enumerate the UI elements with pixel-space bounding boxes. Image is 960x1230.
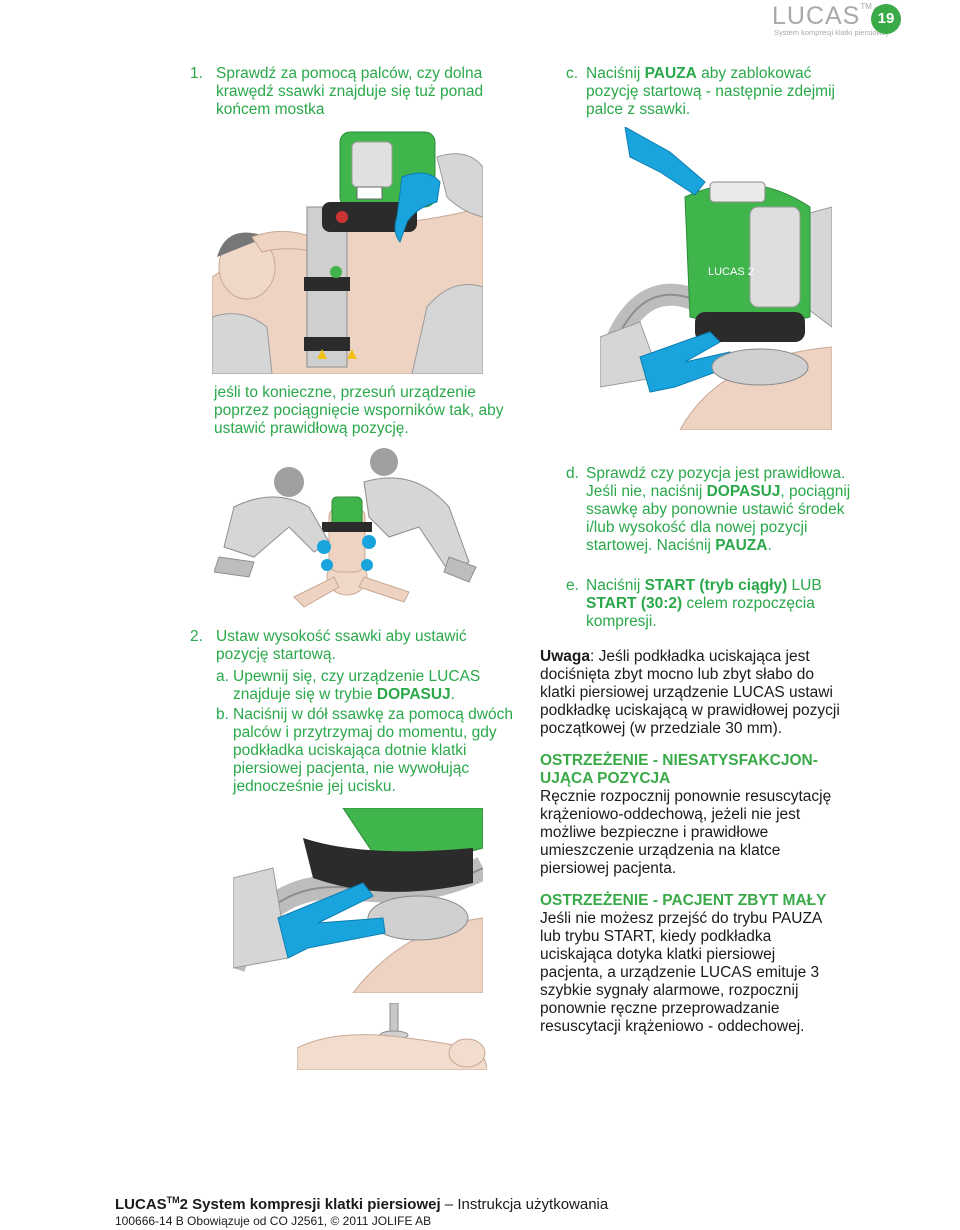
warning-patient-too-small: OSTRZEŻENIE - PACJENT ZBYT MAŁY Jeśli ni… [540,892,840,1036]
logo-word: LUCAS [772,2,861,30]
step-c-t1: Naciśnij [586,65,645,82]
step-2a-end: . [450,686,455,703]
step-2: 2. Ustaw wysokość ssawki aby ustawić poz… [190,628,520,664]
step-e-bold2: START (30:2) [586,595,683,612]
step-d-t2: , pociągnij ssawkę aby ponownie ustawić … [586,483,851,554]
step-d: d. Sprawdź czy pozycja jest prawidłowa. … [566,465,866,555]
step-e: e. Naciśnij START (tryb ciągły) LUB STAR… [566,577,866,631]
step-d-bold2: PAUZA [715,537,768,554]
illustration-device-on-chest [211,127,484,375]
step-c-t2: aby zablokować pozycję startową - następ… [586,65,835,118]
step-2a-bold: DOPASUJ [376,686,451,703]
step-d-label: d. [566,465,579,482]
device-on-chest-svg [211,127,484,375]
step-c: c. Naciśnij PAUZA aby zablokować pozycję… [566,65,861,119]
step-c-text: Naciśnij PAUZA aby zablokować pozycję st… [586,65,861,119]
footer-tm: TM [166,1195,180,1205]
note-label: Uwaga [540,648,590,665]
step-1-note: jeśli to konieczne, przesuń urządzenie p… [214,384,504,437]
step-1-number: 1. [190,65,203,82]
step-2a-label: a. [216,668,229,685]
step-e-text: Naciśnij START (tryb ciągły) LUB START (… [586,577,866,631]
header: LUCASTM2 System kompresji klatki piersio… [770,2,960,42]
step-d-t1: Sprawdź czy pozycja jest prawidłowa. Jeś… [586,465,846,500]
warning-1-text: Ręcznie rozpocznij ponownie resuscytację… [540,788,832,877]
step-2-number: 2. [190,628,203,645]
two-rescuers-svg [213,447,480,617]
note-text: : Jeśli podkładka uciskająca jest dociśn… [540,648,840,737]
device-label: LUCAS 2 [708,266,754,278]
footer-brand: LUCAS [115,1196,167,1213]
step-d-text: Sprawdź czy pozycja jest prawidłowa. Jeś… [586,465,866,555]
step-d-t3: . [767,537,772,554]
step-e-t3: celem rozpoczęcia kompresji. [586,595,815,630]
step-c-label: c. [566,65,579,82]
logo-subtitle: System kompresji klatki piersiowej [774,28,888,37]
note-block: Uwaga: Jeśli podkładka uciskająca jest d… [540,648,852,738]
step-2-text: Ustaw wysokość ssawki aby ustawić pozycj… [216,628,467,663]
step-e-bold1: START (tryb ciągły) [644,577,788,594]
illustration-patient-lying [296,1002,488,1071]
footer-title: LUCASTM2 System kompresji klatki piersio… [115,1195,608,1213]
footer-rest: 2 System kompresji klatki piersiowej [179,1196,441,1213]
step-2b: b. Naciśnij w dół ssawkę za pomocą dwóch… [216,706,516,796]
warning-2-text: Jeśli nie możesz przejść do trybu PAUZA … [540,910,822,1035]
step-e-t2: LUB [787,577,822,594]
illustration-press-down [221,807,489,994]
step-2a: a. Upewnij się, czy urządzenie LUCAS zna… [216,668,516,704]
illustration-two-rescuers [213,447,480,617]
footer-doc-info: 100666-14 B Obowiązuje od CO J2561, © 20… [115,1214,432,1228]
footer-manual: Instrukcja użytkowania [457,1196,609,1213]
warning-1-title: OSTRZEŻENIE - NIESATYSFAKCJON-UJĄCA POZY… [540,752,818,787]
step-1: 1. Sprawdź za pomocą palców, czy dolna k… [190,65,530,119]
warning-2-title: OSTRZEŻENIE - PACJENT ZBYT MAŁY [540,892,827,909]
patient-lying-svg [296,1002,488,1071]
warning-unsatisfactory-position: OSTRZEŻENIE - NIESATYSFAKCJON-UJĄCA POZY… [540,752,840,878]
footer-dash: – [440,1196,458,1213]
step-2a-text: Upewnij się, czy urządzenie LUCAS znajdu… [233,668,516,704]
step-2b-label: b. [216,706,229,723]
brand-logo: LUCASTM2 [772,2,886,31]
step-2a-t1: Upewnij się, czy urządzenie LUCAS znajdu… [233,668,481,703]
step-d-bold1: DOPASUJ [706,483,781,500]
page-number-badge: 19 [871,4,901,34]
step-1-text: Sprawdź za pomocą palców, czy dolna kraw… [216,65,484,118]
step-e-t1: Naciśnij [586,577,645,594]
press-pause-svg: LUCAS 2 [599,126,840,431]
logo-tm: TM [860,2,872,11]
press-down-svg [221,807,489,994]
illustration-press-pause: LUCAS 2 [599,126,840,431]
step-c-bold: PAUZA [644,65,697,82]
step-2b-text: Naciśnij w dół ssawkę za pomocą dwóch pa… [233,706,513,795]
step-e-label: e. [566,577,579,594]
